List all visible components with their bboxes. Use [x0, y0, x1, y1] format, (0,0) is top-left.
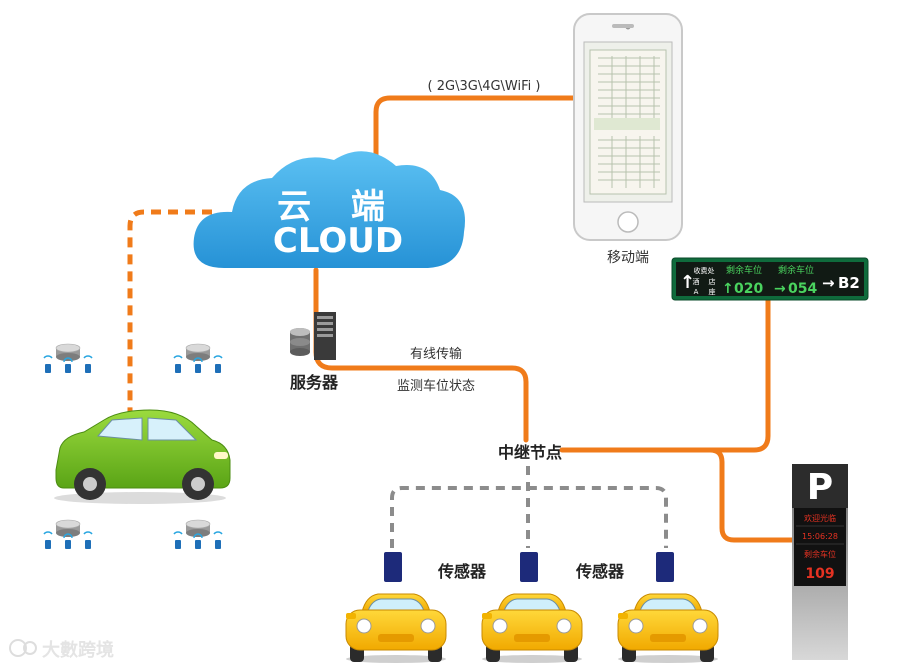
wireless-node-4	[173, 519, 223, 550]
cloud-title-cn: 云 端	[277, 187, 399, 227]
cloud: 云 端 CLOUD	[193, 151, 465, 268]
arrow-up-icon: ↑	[722, 281, 734, 297]
mobile-label: 移动端	[607, 250, 649, 266]
yellow-car-3	[617, 593, 719, 664]
arrow-up-icon: ↑	[680, 272, 695, 293]
guide-section1-c: A	[694, 288, 699, 296]
cloud-to-car-dashed-line	[127, 209, 212, 412]
guide-section1-a: 酒	[693, 278, 700, 286]
relay-node-label: 中继节点	[498, 443, 562, 462]
arrow-right-icon: →	[774, 281, 786, 297]
mobile-phone: ( 2G\3G\4G\WiFi ) 移动端	[428, 13, 683, 266]
entrance-time: 15:06:28	[802, 532, 838, 541]
sensor-2	[520, 552, 538, 582]
guide-section2-value: 020	[734, 281, 763, 297]
server-label: 服务器	[290, 373, 339, 392]
server: 服务器	[290, 312, 339, 392]
guide-section3-label: 剩余车位	[778, 264, 814, 276]
cloud-to-mobile-line	[373, 95, 587, 159]
wireless-node-2	[173, 343, 223, 374]
watermark: 大數跨境	[9, 639, 114, 661]
wireless-node-3	[43, 519, 93, 550]
guide-section1-top: 收费处	[694, 266, 715, 275]
yellow-car-1	[345, 593, 447, 664]
mobile-network-label: ( 2G\3G\4G\WiFi )	[428, 79, 541, 94]
yellow-car-2	[481, 593, 583, 664]
entrance-remaining-label: 剩余车位	[804, 549, 836, 559]
monitor-status-label: 监测车位状态	[397, 378, 475, 394]
cloud-title-en: CLOUD	[273, 221, 403, 261]
sensor-label-2: 传感器	[575, 562, 625, 581]
guide-section4-label: B2	[838, 274, 860, 292]
sensor-3	[656, 552, 674, 582]
relay-to-entrance-sign-line	[707, 447, 795, 543]
guide-section1-d: 座	[709, 287, 716, 296]
wireless-node-1	[43, 343, 93, 374]
entrance-sign: P 欢迎光临 15:06:28 剩余车位 109	[792, 464, 848, 660]
guide-section2-label: 剩余车位	[726, 264, 762, 276]
guidance-sign: ↑ 收费处 酒 店 A 座 剩余车位 ↑ 020 剩余车位 → 054 → B2	[671, 257, 869, 301]
guide-section3-value: 054	[788, 281, 817, 297]
sensor-label-1: 传感器	[437, 562, 487, 581]
entrance-remaining-value: 109	[805, 566, 834, 582]
sensor-bus-dashed-line	[390, 466, 668, 548]
entrance-welcome: 欢迎光临	[804, 513, 836, 523]
arrow-right-icon: →	[822, 274, 835, 292]
relay-to-guide-sign-line	[559, 289, 771, 453]
watermark-text: 大數跨境	[42, 639, 114, 661]
green-car	[54, 409, 231, 504]
sensors: 传感器 传感器	[384, 552, 674, 582]
sensor-1	[384, 552, 402, 582]
parking-p-letter: P	[807, 467, 833, 508]
guide-section1-b: 店	[709, 277, 716, 286]
wired-transmission-label: 有线传输	[410, 346, 462, 362]
